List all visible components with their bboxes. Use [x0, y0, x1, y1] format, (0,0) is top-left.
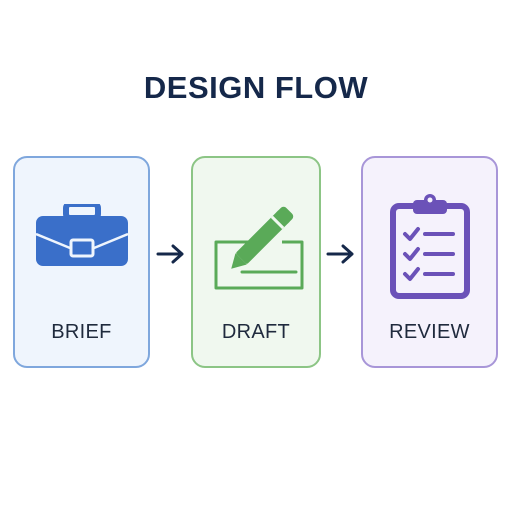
pencil-sketch-icon — [193, 158, 319, 308]
step-card-brief: BRIEF — [13, 156, 150, 368]
clipboard-checklist-icon — [363, 158, 496, 308]
diagram-title: DESIGN FLOW — [143, 70, 369, 105]
step-label: BRIEF — [51, 321, 112, 343]
step-label: DRAFT — [221, 321, 291, 343]
arrow-right-icon — [156, 244, 184, 264]
arrow-right-icon — [326, 244, 354, 264]
step-card-draft: DRAFT — [191, 156, 321, 368]
briefcase-icon — [15, 158, 148, 308]
step-label: REVIEW — [389, 321, 470, 343]
step-card-review: REVIEW — [361, 156, 498, 368]
